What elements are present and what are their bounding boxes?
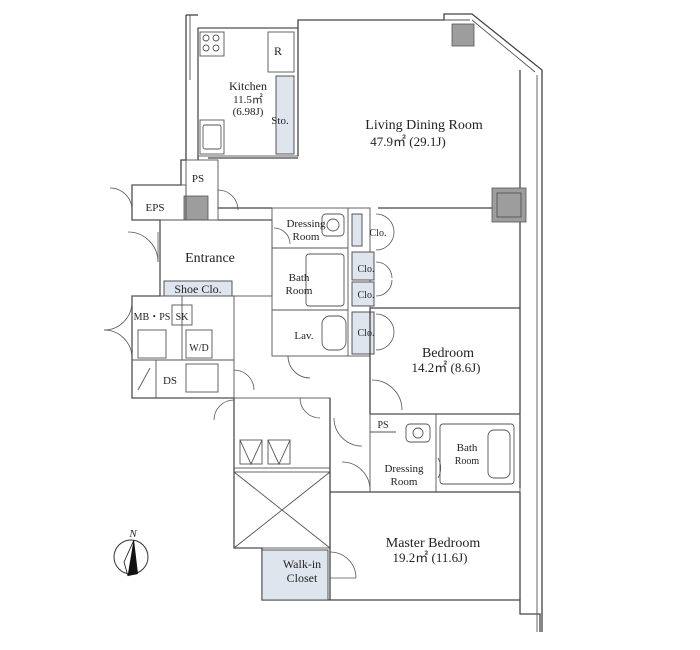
eps-label: EPS	[146, 202, 165, 214]
lavatory-basin	[321, 315, 347, 351]
exterior-walls	[131, 13, 543, 632]
bath-2-line1: Bath	[457, 442, 478, 454]
walk-in-closet	[261, 549, 329, 601]
kitchen-tatami: (6.98J)	[233, 106, 264, 118]
entrance-label: Entrance	[185, 251, 235, 266]
bedroom-name: Bedroom	[422, 346, 474, 361]
shoe-closet-label: Shoe Clo.	[174, 282, 221, 296]
dressing-1-line1: Dressing	[286, 218, 326, 230]
kitchen: R Kitchen 11.5㎡ (6.98J) Sto.	[197, 27, 299, 159]
storage-closet	[275, 75, 295, 155]
master-bedroom-name: Master Bedroom	[386, 536, 481, 551]
dressing-1-line2: Room	[293, 231, 320, 243]
door-swing	[109, 187, 133, 211]
closet-1-label: Clo.	[370, 228, 387, 239]
bath-1-line1: Bath	[289, 272, 310, 284]
column-top	[451, 23, 475, 47]
sink-icon	[199, 119, 225, 155]
closet-3-label: Clo.	[358, 290, 375, 301]
ps-eps-block: PS EPS	[109, 159, 239, 221]
bath-1-line2: Room	[286, 285, 313, 297]
kitchen-name: Kitchen	[229, 79, 267, 93]
kitchen-area: 11.5㎡	[233, 93, 263, 106]
hallway	[233, 397, 363, 600]
walk-in-line1: Walk-in	[283, 557, 321, 571]
utility-area: MB・PS SK W/D DS	[103, 295, 255, 421]
north-arrow-icon: N	[113, 528, 149, 577]
entrance: Entrance Shoe Clo.	[127, 219, 273, 297]
refrigerator-label: R	[274, 44, 282, 58]
storage-label: Sto.	[271, 115, 289, 127]
living-dining-room: Living Dining Room 47.9㎡ (29.1J)	[218, 23, 527, 309]
door-swing	[217, 189, 239, 211]
bath-2-line2: Room	[455, 456, 480, 467]
closet-4-label: Clo.	[358, 328, 375, 339]
master-bedroom: Master Bedroom 19.2㎡ (11.6J) Walk-in Clo…	[261, 491, 521, 601]
ds-label: DS	[163, 375, 177, 387]
sk-sink	[171, 304, 193, 326]
mb-ps-label: MB・PS	[134, 312, 171, 323]
lavatory-label: Lav.	[294, 330, 313, 342]
wet-area-2: PS Dressing Room Bath Room	[341, 413, 521, 493]
dressing-2-line2: Room	[391, 476, 418, 488]
column-middle	[491, 187, 527, 223]
bedroom-area: 14.2㎡ (8.6J)	[412, 360, 481, 375]
master-bedroom-area: 19.2㎡ (11.6J)	[393, 550, 468, 565]
sk-label: SK	[176, 312, 190, 323]
living-area: 47.9㎡ (29.1J)	[370, 134, 445, 149]
walk-in-line2: Closet	[287, 571, 318, 585]
stove-icon	[199, 31, 225, 57]
ps-upper-label: PS	[192, 173, 204, 185]
closet-2-label: Clo.	[358, 264, 375, 275]
dressing-2-line1: Dressing	[384, 463, 424, 475]
north-label: N	[128, 528, 137, 540]
eps-column	[183, 195, 209, 221]
wd-label: W/D	[189, 343, 208, 354]
refrigerator	[267, 31, 295, 73]
living-name: Living Dining Room	[365, 118, 483, 133]
ps-master-label: PS	[377, 420, 388, 431]
bedroom: Bedroom 14.2㎡ (8.6J)	[369, 308, 521, 488]
closets: Clo. Clo. Clo. Clo.	[351, 213, 395, 355]
entry-door-swing	[127, 231, 159, 263]
